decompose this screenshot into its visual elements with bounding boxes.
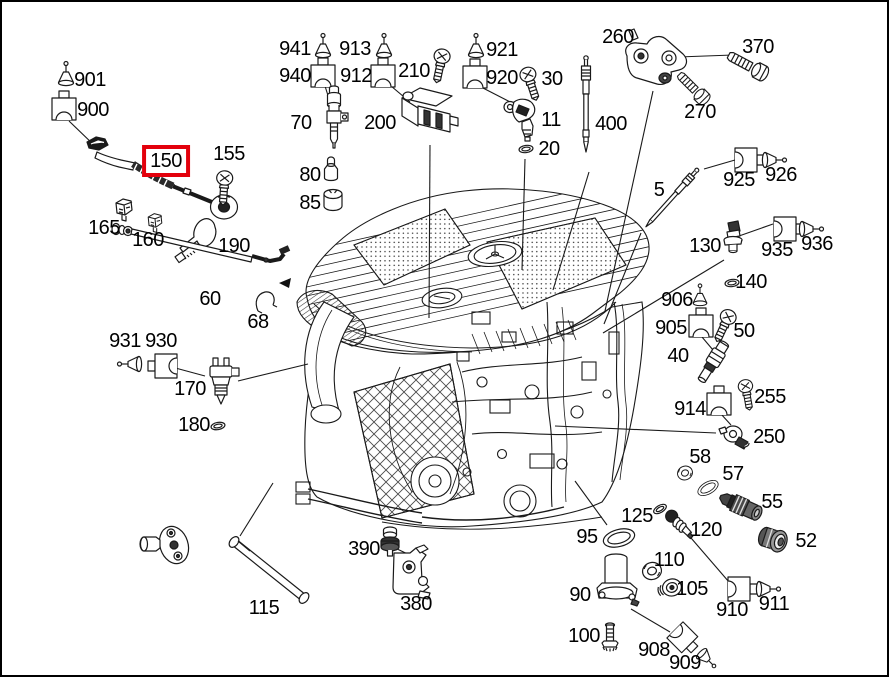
filler-cap-icon bbox=[421, 287, 463, 309]
leader-line bbox=[604, 90, 654, 312]
glow-plug-long-icon bbox=[580, 55, 592, 153]
crank-sensor-rod-icon bbox=[139, 525, 310, 604]
connector-icon bbox=[773, 216, 804, 242]
ignition-coil-icon bbox=[401, 87, 459, 133]
leader-line bbox=[738, 223, 774, 237]
leader-line bbox=[602, 259, 725, 334]
pressure-sensor-icon bbox=[719, 493, 763, 521]
glow-plug-icon bbox=[645, 167, 700, 228]
cap-plug-icon bbox=[757, 526, 788, 553]
oring-large-icon bbox=[697, 479, 719, 497]
seal-ring-icon bbox=[677, 465, 693, 481]
pin-icon bbox=[467, 32, 485, 59]
screw-icon bbox=[737, 379, 754, 411]
leader-line bbox=[237, 363, 309, 382]
flange-screw-icon bbox=[601, 622, 619, 652]
leader-line bbox=[701, 336, 714, 351]
sleeve-clip-icon bbox=[323, 188, 343, 212]
bracket-plate-icon bbox=[392, 544, 431, 600]
pin-icon bbox=[755, 580, 782, 598]
connector-icon bbox=[727, 576, 758, 602]
screw-icon bbox=[714, 308, 737, 343]
u-clip-icon bbox=[255, 291, 278, 314]
leader-line bbox=[428, 144, 431, 319]
cam-sensor-icon bbox=[503, 98, 536, 142]
bolt-icon bbox=[726, 51, 770, 82]
oring-small-icon bbox=[210, 421, 226, 431]
pin-icon bbox=[375, 32, 393, 59]
leader-line bbox=[703, 159, 736, 170]
oring-small-icon bbox=[518, 144, 534, 154]
pin-icon bbox=[692, 283, 708, 307]
pin-icon bbox=[57, 60, 75, 87]
oring-small-icon bbox=[653, 503, 667, 515]
connector-icon bbox=[462, 58, 488, 89]
cap-icon bbox=[323, 156, 339, 182]
screw-icon bbox=[519, 66, 540, 101]
connector-icon bbox=[51, 90, 77, 121]
bolt-icon bbox=[676, 71, 711, 106]
connector-icon bbox=[706, 385, 732, 416]
leader-line bbox=[239, 482, 274, 537]
elbow-sensor-icon bbox=[718, 425, 750, 450]
cable-rod-icon bbox=[111, 222, 291, 263]
sensor-cable-icon bbox=[86, 136, 239, 220]
bracket-icon bbox=[625, 28, 688, 85]
pin-icon bbox=[761, 151, 788, 169]
leader-line bbox=[574, 480, 608, 526]
injector-sensor-icon bbox=[697, 340, 730, 384]
seal-ring-icon bbox=[641, 561, 663, 581]
pin-icon bbox=[695, 647, 717, 669]
part-icons-layer bbox=[51, 28, 825, 669]
screw-icon bbox=[216, 170, 234, 206]
screw-plug-icon bbox=[657, 578, 682, 597]
engine-illustration bbox=[279, 188, 650, 530]
clip-icon bbox=[147, 213, 163, 233]
leader-line bbox=[684, 530, 730, 583]
solenoid-valve-icon bbox=[326, 85, 349, 149]
valve-sensor-icon bbox=[209, 357, 240, 405]
leader-line bbox=[552, 171, 590, 291]
connector-icon bbox=[310, 57, 336, 88]
sender-icon bbox=[723, 220, 743, 254]
clip-icon bbox=[115, 198, 133, 222]
screw-icon bbox=[433, 48, 451, 84]
connector-icon bbox=[147, 353, 178, 379]
connector-icon bbox=[370, 57, 396, 88]
pin-icon bbox=[798, 220, 825, 238]
leader-line bbox=[554, 425, 717, 434]
brand-star-icon bbox=[467, 240, 523, 268]
leader-line bbox=[603, 232, 642, 325]
grommet-screw-icon bbox=[380, 526, 400, 557]
connector-icon bbox=[688, 307, 714, 338]
leader-line bbox=[521, 158, 526, 271]
leader-line bbox=[630, 608, 671, 633]
pin-icon bbox=[314, 32, 332, 59]
oring-small-icon bbox=[724, 278, 740, 288]
leader-line bbox=[677, 54, 734, 58]
leader-line bbox=[720, 413, 732, 426]
oring-large-icon bbox=[602, 528, 636, 548]
pin-icon bbox=[116, 355, 143, 373]
connector-icon bbox=[734, 147, 765, 173]
connector-icon bbox=[666, 621, 699, 654]
oil-level-sensor-icon bbox=[596, 553, 640, 607]
temp-sensor-icon bbox=[665, 509, 694, 540]
